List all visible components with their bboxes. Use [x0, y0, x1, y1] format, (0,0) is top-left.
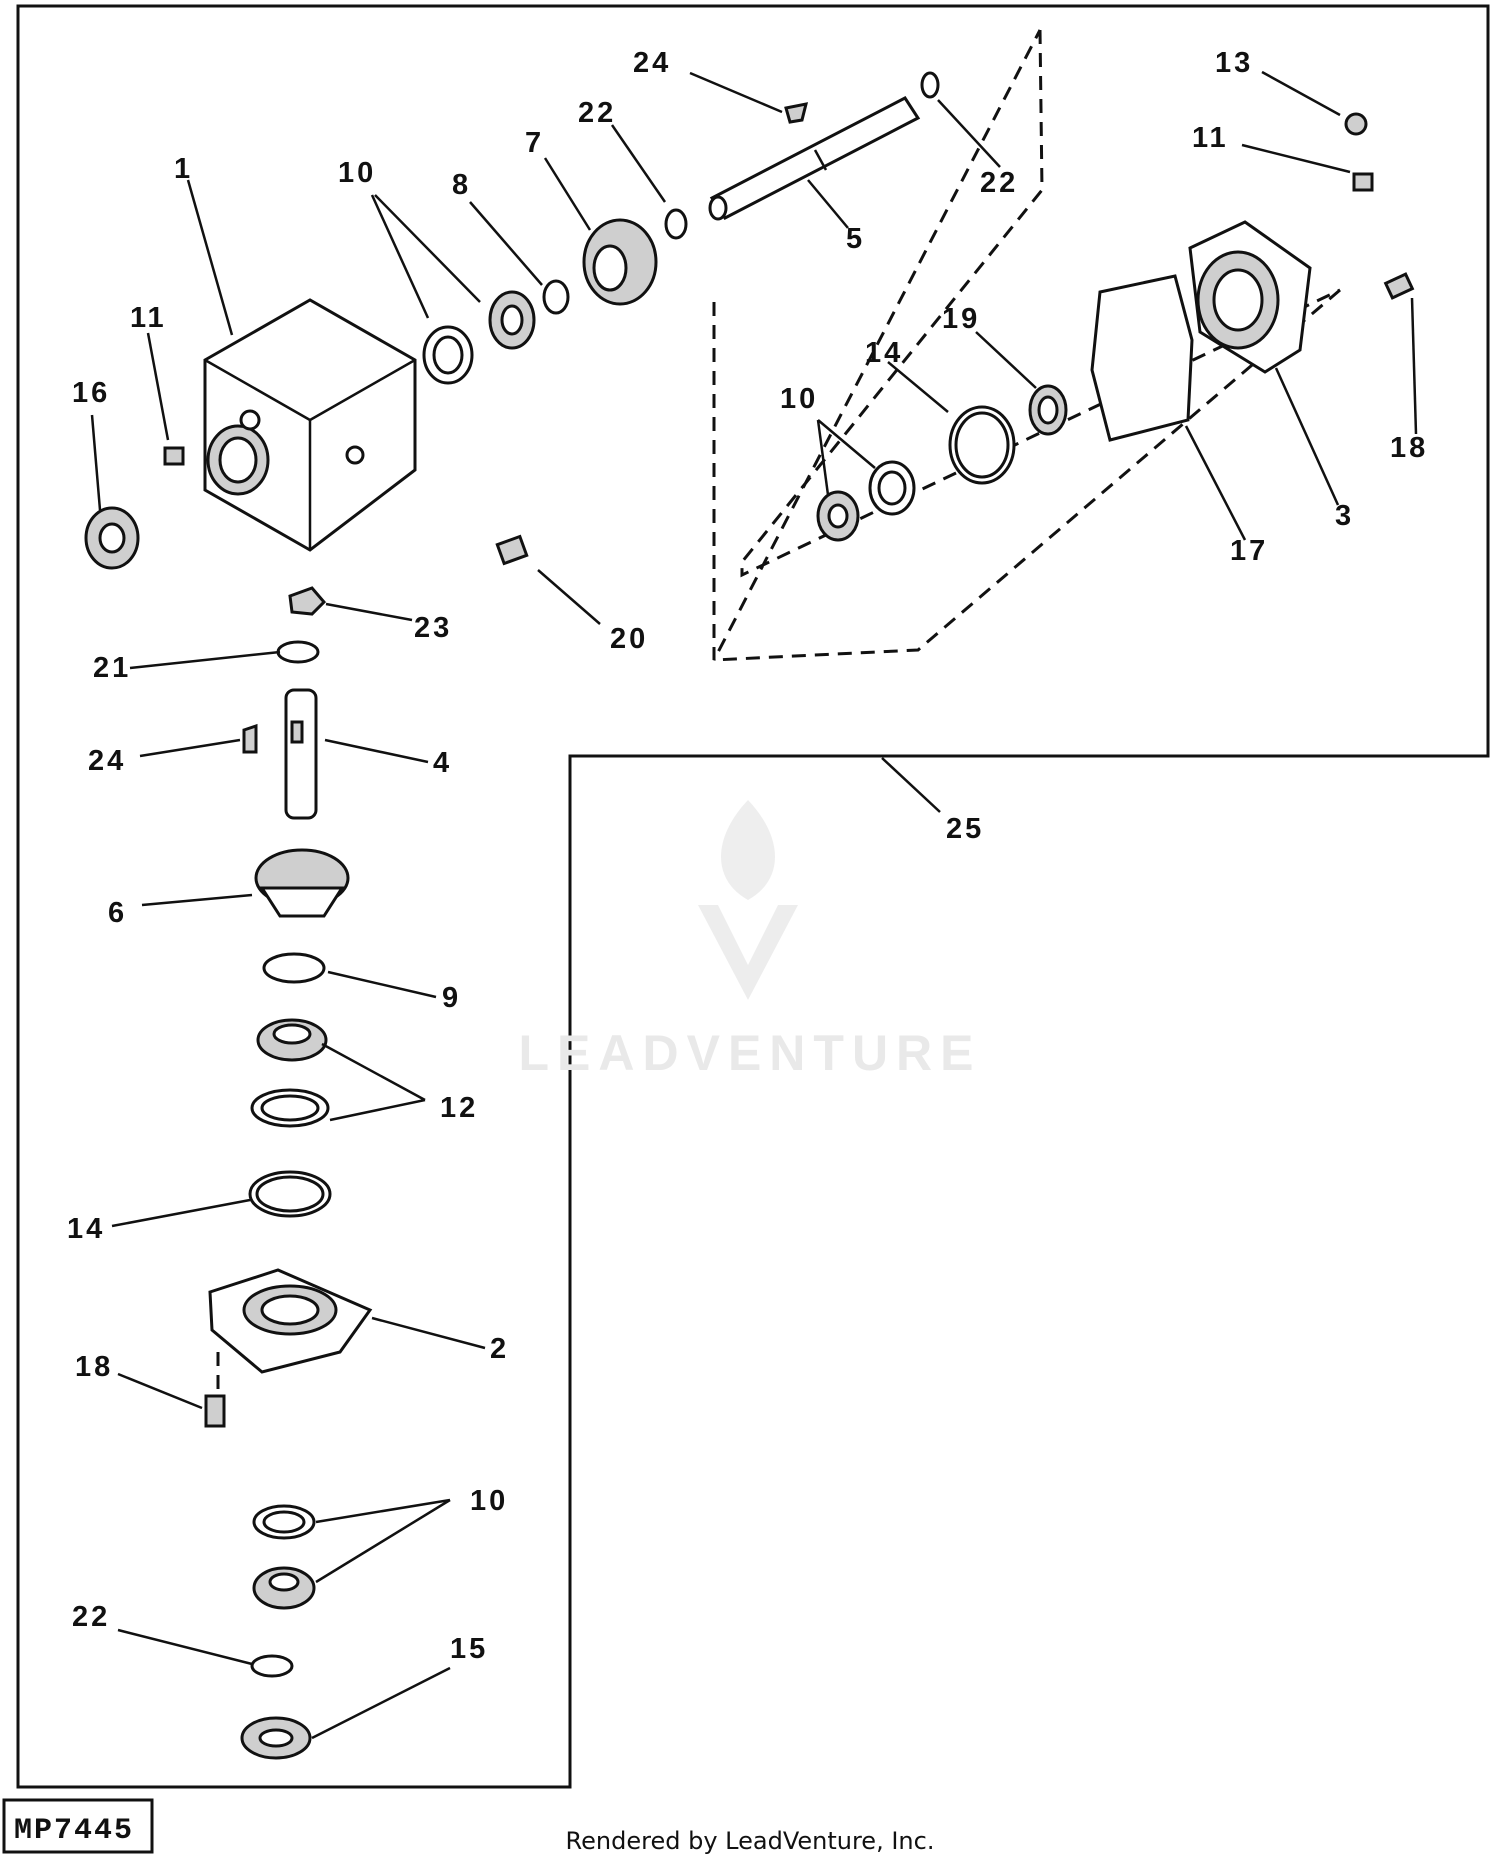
callout-14-left: 14 — [67, 1213, 105, 1245]
callout-4: 4 — [433, 747, 452, 779]
callout-17: 17 — [1230, 535, 1268, 567]
o-ring-14-part — [948, 405, 1016, 485]
bevel-gear-6-part — [254, 848, 350, 918]
watermark-logo — [698, 800, 798, 1000]
callout-5: 5 — [846, 223, 865, 255]
callout-15: 15 — [450, 1633, 488, 1665]
callout-13: 13 — [1215, 47, 1253, 79]
key-24-top-part — [784, 102, 809, 124]
figure-code-box: MP7445 — [2, 1798, 154, 1854]
callout-22-left: 22 — [578, 97, 616, 129]
callout-14-right: 14 — [865, 337, 903, 369]
washer-9-part — [262, 952, 326, 984]
bolt-18-right-part — [1383, 272, 1415, 300]
snap-ring-22-bottom-part — [250, 1654, 294, 1678]
snap-ring-22-part — [664, 208, 688, 240]
gearbox-housing-part — [203, 298, 417, 552]
callout-21: 21 — [93, 652, 131, 684]
seal-16-part — [84, 506, 140, 570]
callout-10-bottom: 10 — [470, 1485, 508, 1517]
shaft-5-part — [708, 96, 921, 221]
callout-12: 12 — [440, 1092, 478, 1124]
watermark-text: LEADVENTURE — [518, 1025, 981, 1081]
callout-10-top: 10 — [338, 157, 376, 189]
seal-19-part — [1028, 384, 1068, 436]
bearing-cone-10c-part — [252, 1566, 316, 1610]
callout-23: 23 — [414, 612, 452, 644]
bearing-cone-12-part — [256, 1018, 328, 1062]
callout-22-right: 22 — [980, 167, 1018, 199]
washer-8-part — [542, 279, 570, 315]
seal-15-part — [240, 1716, 312, 1760]
plug-11-right-part — [1352, 172, 1374, 192]
bearing-cap-3-part — [1188, 220, 1312, 374]
callout-6: 6 — [108, 897, 127, 929]
callout-22-bottom: 22 — [72, 1601, 110, 1633]
bearing-cup-10-part — [422, 325, 474, 385]
callout-18-left: 18 — [75, 1351, 113, 1383]
callout-11-right: 11 — [1192, 122, 1229, 154]
bearing-cone-10-part — [488, 290, 536, 350]
callout-18-right: 18 — [1390, 432, 1428, 464]
bearing-cup-10b-part — [868, 460, 916, 516]
shaft-4-part — [284, 688, 318, 820]
washer-21-part — [276, 640, 320, 664]
rendered-by-credit: Rendered by LeadVenture, Inc. — [566, 1827, 935, 1855]
callout-2: 2 — [490, 1333, 509, 1365]
callout-25: 25 — [946, 813, 984, 845]
plug-20-part — [495, 534, 529, 566]
callout-24-left: 24 — [88, 745, 126, 777]
bearing-cone-10b-part — [816, 490, 860, 542]
bolt-18-left-part — [204, 1394, 226, 1428]
leader-lines — [90, 70, 1418, 1740]
plug-11-left-part — [163, 446, 185, 466]
subassembly-dashed-outline — [712, 29, 1341, 661]
key-24-left-part — [242, 723, 258, 754]
callout-24-top: 24 — [633, 47, 671, 79]
callout-10-right: 10 — [780, 383, 818, 415]
assembly-frame — [16, 4, 1490, 1789]
callout-20: 20 — [610, 623, 648, 655]
callout-8: 8 — [452, 169, 471, 201]
callout-3: 3 — [1335, 500, 1354, 532]
callout-labels: 1 2 3 4 5 6 7 8 9 10 10 10 11 11 12 13 1… — [67, 47, 1428, 1665]
callout-9: 9 — [442, 982, 461, 1014]
bearing-cup-12-part — [250, 1088, 330, 1128]
callout-11-left: 11 — [130, 302, 167, 334]
snap-ring-22-right-part — [920, 71, 940, 99]
callout-19: 19 — [942, 303, 980, 335]
figure-code: MP7445 — [14, 1814, 134, 1848]
gasket-17-part — [1090, 274, 1194, 442]
callout-1: 1 — [174, 153, 193, 185]
gear-7-part — [582, 218, 658, 306]
callout-7: 7 — [525, 127, 544, 159]
bearing-cap-2-part — [208, 1268, 373, 1374]
nut-13-part — [1344, 112, 1368, 136]
nut-23-part — [288, 586, 327, 616]
bearing-cup-10c-part — [252, 1504, 316, 1540]
o-ring-14-vertical-part — [248, 1170, 332, 1218]
callout-16: 16 — [72, 377, 110, 409]
